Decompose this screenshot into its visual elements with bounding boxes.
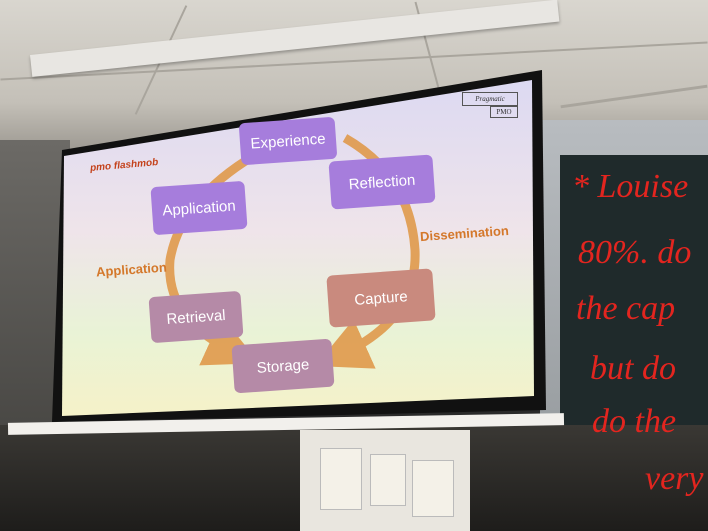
handwriting-line: 80%. do bbox=[578, 234, 692, 271]
handwriting-line: do the bbox=[592, 403, 677, 440]
cycle-retrieval: Retrieval bbox=[148, 290, 244, 344]
logo-bottom: PMO bbox=[490, 106, 518, 118]
poster bbox=[412, 460, 454, 517]
cycle-capture: Capture bbox=[326, 268, 436, 328]
poster bbox=[370, 454, 406, 506]
handwriting-line: but do bbox=[590, 350, 676, 387]
pragmatic-pmo-logo: Pragmatic PMO bbox=[462, 92, 520, 122]
cycle-application: Application bbox=[150, 180, 248, 236]
cycle-storage: Storage bbox=[231, 338, 335, 394]
poster bbox=[320, 448, 362, 510]
handwriting-line: * Louise bbox=[572, 168, 689, 205]
handwriting-line: very bbox=[645, 460, 704, 497]
logo-top: Pragmatic bbox=[462, 92, 518, 106]
cabinet bbox=[300, 430, 470, 531]
cycle-reflection: Reflection bbox=[328, 154, 436, 210]
cycle-experience: Experience bbox=[238, 116, 338, 166]
handwriting-line: the cap bbox=[576, 290, 676, 327]
